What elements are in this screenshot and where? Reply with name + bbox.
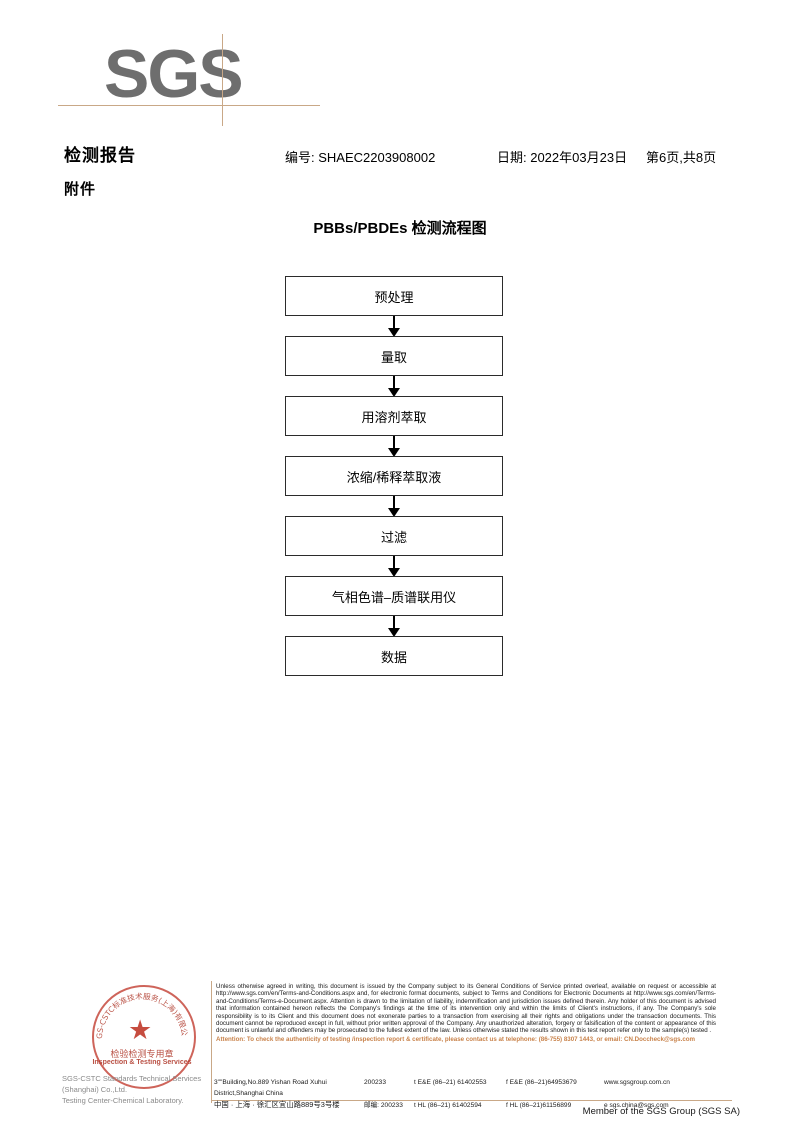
- flow-step-box: 预处理: [285, 276, 503, 316]
- legal-disclaimer: Unless otherwise agreed in writing, this…: [216, 983, 716, 1043]
- page-title: 检测报告: [64, 146, 136, 165]
- page-footer: SGS-CSTC标准技术服务(上海)有限公司 ★ 检验检测专用章 Inspect…: [0, 978, 800, 1131]
- company-address-block: 3""Building,No.889 Yishan Road Xuhui Dis…: [214, 1077, 734, 1111]
- website: www.sgsgroup.com.cn: [604, 1079, 670, 1086]
- flow-step-box: 过滤: [285, 516, 503, 556]
- logo-vertical-rule: [222, 34, 223, 126]
- star-icon: ★: [128, 1015, 153, 1045]
- sgs-logo: SGS: [58, 34, 320, 126]
- flow-arrow-icon: [285, 376, 503, 397]
- attention-notice: Attention: To check the authenticity of …: [216, 1035, 696, 1043]
- fax-hl: f HL (86–21)61156899: [506, 1102, 572, 1109]
- laboratory-name-line2: Testing Center-Chemical Laboratory.: [62, 1096, 184, 1105]
- report-date: 日期: 2022年03月23日: [497, 150, 628, 165]
- address-row-en: 3""Building,No.889 Yishan Road Xuhui Dis…: [214, 1077, 734, 1099]
- stamp-center-en: Inspection & Testing Services: [92, 1059, 192, 1066]
- stamp-center-cn: 检验检测专用章: [110, 1049, 174, 1059]
- tel-ee: t E&E (86–21) 61402553: [414, 1079, 487, 1086]
- company-stamp: SGS-CSTC标准技术服务(上海)有限公司 ★ 检验检测专用章 Inspect…: [84, 981, 202, 1099]
- legal-disclaimer-body: Unless otherwise agreed in writing, this…: [216, 983, 716, 1035]
- footer-horizontal-rule: [211, 1100, 732, 1101]
- flow-arrow-icon: [285, 496, 503, 517]
- stamp-arc-text: SGS-CSTC标准技术服务(上海)有限公司: [94, 991, 189, 1039]
- zip-cn-value: 200233: [380, 1102, 403, 1109]
- flow-arrow-icon: [285, 316, 503, 337]
- fax-ee: f E&E (86–21)64953679: [506, 1079, 577, 1086]
- zip-cn-label: 邮编:: [364, 1102, 380, 1109]
- flow-step-box: 量取: [285, 336, 503, 376]
- laboratory-name: SGS-CSTC Standards Technical Services (S…: [62, 1073, 222, 1106]
- flow-arrow-icon: [285, 616, 503, 637]
- logo-horizontal-rule: [58, 105, 320, 106]
- flow-arrow-icon: [285, 556, 503, 577]
- tel-hl: t HL (86–21) 61402594: [414, 1102, 482, 1109]
- address-cn: 中国 · 上海 · 徐汇区宜山路889号3号楼: [214, 1100, 340, 1109]
- stamp-circle-icon: [92, 985, 196, 1089]
- sgs-logo-text: SGS: [104, 36, 244, 112]
- page-indicator: 第6页,共8页: [646, 150, 717, 165]
- footer-vertical-rule: [211, 981, 212, 1103]
- report-number: 编号: SHAEC2203908002: [285, 150, 436, 165]
- flow-step-box: 用溶剂萃取: [285, 396, 503, 436]
- member-line: Member of the SGS Group (SGS SA): [582, 1106, 740, 1117]
- address-en: 3""Building,No.889 Yishan Road Xuhui Dis…: [214, 1079, 327, 1097]
- email: e sgs.china@sgs.com: [604, 1102, 669, 1109]
- address-row-cn: 中国 · 上海 · 徐汇区宜山路889号3号楼 邮编: 200233 t HL …: [214, 1099, 734, 1111]
- flow-step-box: 气相色谱–质谱联用仪: [285, 576, 503, 616]
- flowchart-title: PBBs/PBDEs 检测流程图: [313, 220, 487, 237]
- zip-cn: 邮编: 200233: [364, 1100, 414, 1111]
- page-subtitle: 附件: [64, 181, 97, 198]
- flowchart: 预处理 量取 用溶剂萃取 浓缩/稀释萃取液 过滤 气相色谱–质谱联用仪 数据: [285, 276, 503, 676]
- flow-step-box: 浓缩/稀释萃取液: [285, 456, 503, 496]
- laboratory-name-line1: SGS-CSTC Standards Technical Services (S…: [62, 1074, 202, 1094]
- flow-arrow-icon: [285, 436, 503, 457]
- flow-step-box: 数据: [285, 636, 503, 676]
- zip-en: 200233: [364, 1079, 387, 1086]
